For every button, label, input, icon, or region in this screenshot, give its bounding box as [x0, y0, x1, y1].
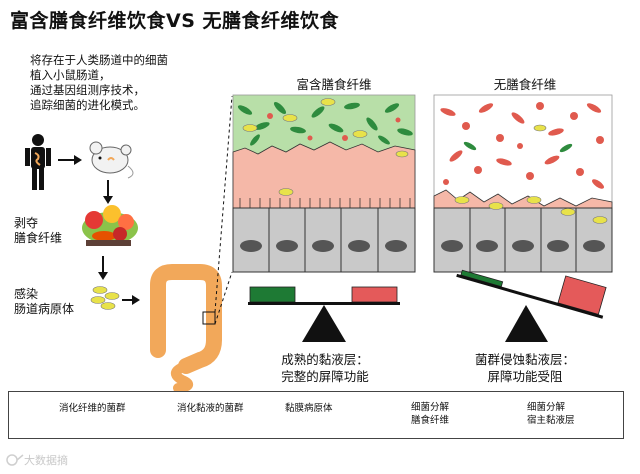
arrow-down-icon — [98, 256, 108, 280]
caption-line: 成熟的黏液层： — [281, 352, 369, 367]
colon-icon — [150, 264, 222, 393]
panel-label-no-fiber: 无膳食纤维 — [493, 77, 557, 92]
legend-fiber-decomp-label: 细菌分解 膳食纤维 — [411, 401, 449, 427]
vegetables-icon — [82, 205, 138, 246]
page-title: 富含膳食纤维饮食VS 无膳食纤维饮食 — [10, 10, 340, 32]
legend-mucus-bacteria-label: 消化黏液的菌群 — [177, 403, 244, 414]
zoom-line — [214, 95, 233, 313]
fiber-decomp-bar — [249, 286, 296, 303]
arrow-down-icon — [103, 180, 113, 204]
step-deprive-line: 剥夺 — [14, 216, 39, 230]
no-fiber-panel — [433, 94, 613, 273]
legend-line: 细菌分解 — [411, 402, 450, 413]
mucus-decomp-bar — [351, 286, 398, 303]
caption-fiber: 成熟的黏液层： 完整的屏障功能 — [265, 351, 385, 385]
mucus-decomp-bar — [557, 275, 607, 315]
mouse-icon — [89, 141, 134, 179]
step-deprive-label: 剥夺 膳食纤维 — [14, 216, 62, 246]
zoom-region-box — [202, 311, 216, 325]
step-infect-label: 感染 肠道病原体 — [14, 287, 74, 317]
arrow-right-icon — [122, 295, 140, 305]
legend: 消化纤维的菌群 消化黏液的菌群 黏膜病原体 细菌分解 膳食纤维 细菌分解 宿主黏… — [8, 391, 624, 439]
fiber-panel — [232, 94, 416, 273]
arrow-right-icon — [58, 155, 82, 165]
intro-line: 通过基因组测序技术， — [30, 83, 145, 97]
pathogen-group-icon — [90, 286, 120, 310]
legend-line: 膳食纤维 — [411, 415, 450, 426]
step-deprive-line: 膳食纤维 — [14, 231, 63, 245]
legend-pathogen-label: 黏膜病原体 — [285, 403, 333, 414]
intro-line: 将存在于人类肠道中的细菌 — [30, 53, 168, 67]
legend-line: 宿主黏液层 — [527, 415, 575, 426]
caption-line: 完整的屏障功能 — [281, 369, 369, 384]
step-infect-line: 感染 — [14, 287, 39, 301]
legend-line: 细菌分解 — [527, 402, 566, 413]
caption-line: 菌群侵蚀黏液层： — [474, 352, 575, 367]
intro-line: 追踪细菌的进化模式。 — [30, 98, 145, 112]
balance-scale-right — [456, 269, 607, 342]
caption-line: 屏障功能受阻 — [487, 369, 563, 384]
balance-scale-left — [248, 286, 400, 342]
watermark-logo-icon — [6, 454, 24, 466]
watermark-text: 大数据摘 — [24, 454, 68, 467]
intro-text: 将存在于人类肠道中的细菌 植入小鼠肠道， 通过基因组测序技术， 追踪细菌的进化模… — [30, 53, 205, 113]
intro-line: 植入小鼠肠道， — [30, 68, 111, 82]
panel-label-fiber: 富含膳食纤维 — [296, 77, 372, 92]
legend-mucus-decomp-label: 细菌分解 宿主黏液层 — [527, 401, 575, 427]
human-icon — [25, 134, 51, 190]
legend-fiber-bacteria-label: 消化纤维的菌群 — [59, 403, 126, 414]
step-infect-line: 肠道病原体 — [14, 302, 75, 316]
caption-no-fiber: 菌群侵蚀黏液层： 屏障功能受阻 — [462, 351, 588, 385]
